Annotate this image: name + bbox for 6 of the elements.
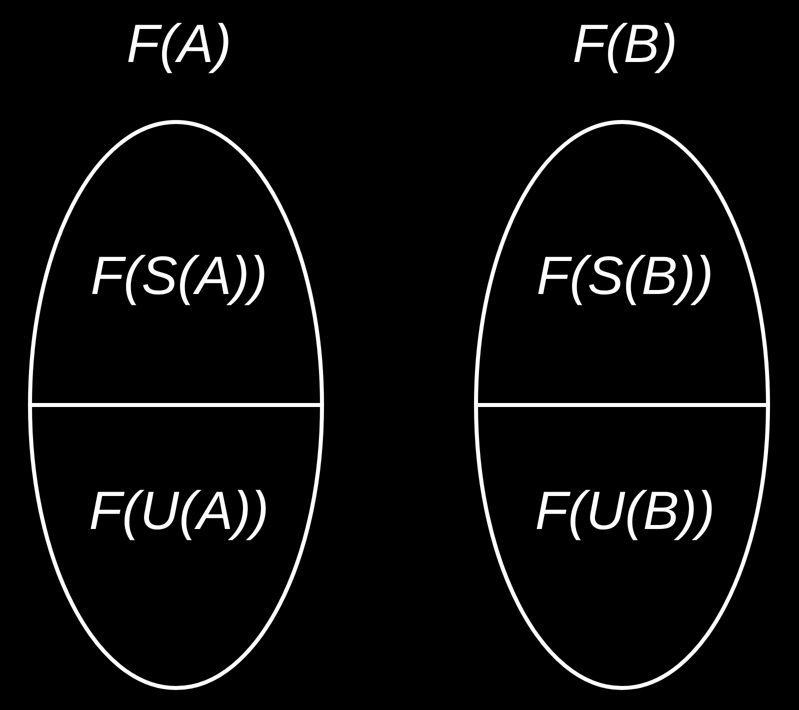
set-title: F(A) [128,22,228,74]
set-title: F(B) [574,22,674,74]
region-label: F(U(A)) [90,490,266,540]
region-label: F(S(B)) [538,254,710,306]
region-label: F(S(A)) [92,254,264,306]
region-label: F(U(B)) [536,490,712,540]
